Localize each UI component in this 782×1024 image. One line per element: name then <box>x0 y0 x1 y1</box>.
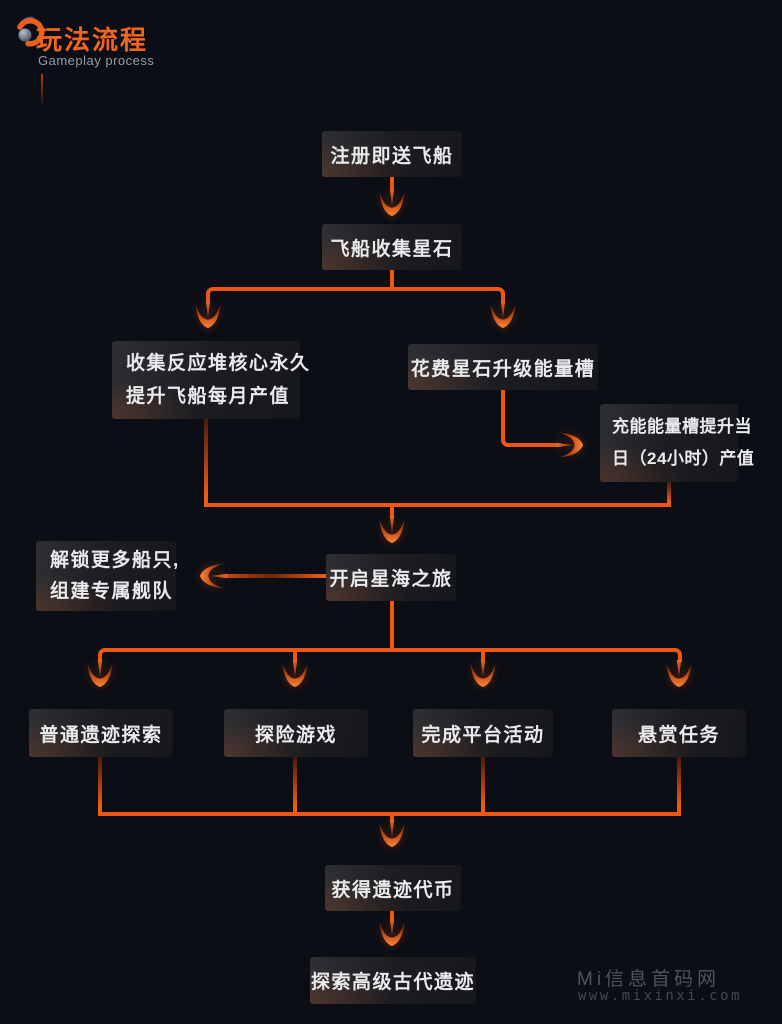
edge-token-ancient-line <box>390 911 394 919</box>
arrowhead-down-icon <box>379 516 405 543</box>
node-label-line1: 收集反应堆核心永久 <box>126 353 311 374</box>
title-decoration-line <box>41 74 43 108</box>
arrowhead-right-icon <box>556 432 583 458</box>
arrowhead-down-icon <box>470 660 496 687</box>
node-upgrade-energy-slot: 花费星石升级能量槽 <box>408 344 598 390</box>
arrowhead-down-icon <box>666 660 692 687</box>
split-bar-two-way <box>206 287 505 303</box>
node-label: 开启星海之旅 <box>329 569 453 590</box>
node-label: 完成平台活动 <box>421 724 545 746</box>
node-get-ruin-tokens: 获得遗迹代币 <box>325 865 461 911</box>
edge-collect-split-stub <box>390 270 394 287</box>
arrowhead-down-icon <box>379 820 405 847</box>
node-label: 花费星石升级能量槽 <box>410 358 596 380</box>
watermark-site-url: www.mixinxi.com <box>578 988 742 1004</box>
edge-adventure-merge-line <box>293 757 297 812</box>
spiral-galaxy-icon <box>17 16 45 47</box>
node-label-line2: 组建专属舰队 <box>50 581 174 602</box>
merge-bar-to-token <box>98 812 681 816</box>
edge-journey-unlock-line <box>226 574 326 578</box>
edge-merge-journey-stub <box>390 507 394 517</box>
edge-platform-merge-line <box>481 757 485 812</box>
node-label-line1: 充能能量槽提升当 <box>612 417 752 436</box>
node-adventure-game: 探险游戏 <box>224 709 368 757</box>
split-drop-platform <box>481 648 485 662</box>
node-normal-ruins-explore: 普通遗迹探索 <box>29 709 173 757</box>
page-title: 玩法流程 <box>36 25 149 55</box>
arrowhead-down-icon <box>379 189 405 216</box>
split-drop-adventure <box>293 648 297 662</box>
split-bar-four-way <box>98 648 682 662</box>
node-collect-reactor-core: 收集反应堆核心永久 提升飞船每月产值 <box>112 341 309 419</box>
node-label: 探险游戏 <box>254 724 337 746</box>
node-label-line2: 提升飞船每月产值 <box>126 386 291 407</box>
arrowhead-left-icon <box>200 563 227 589</box>
node-platform-activities: 完成平台活动 <box>413 709 553 757</box>
arrowhead-down-icon <box>490 301 516 328</box>
node-label: 悬赏任务 <box>637 724 720 746</box>
node-ship-collects-starstone: 飞船收集星石 <box>322 224 462 270</box>
node-label: 获得遗迹代币 <box>331 879 455 901</box>
edge-reactor-merge-line <box>204 419 208 505</box>
node-bounty-tasks: 悬赏任务 <box>612 709 746 757</box>
node-label: 飞船收集星石 <box>330 238 454 260</box>
node-label: 普通遗迹探索 <box>39 724 163 746</box>
merge-bar-to-journey <box>204 503 671 507</box>
arrowhead-down-icon <box>379 919 405 946</box>
edge-register-collect-line <box>390 177 394 190</box>
node-register-free-ship: 注册即送飞船 <box>322 131 462 177</box>
edge-journey-split-stub <box>390 601 394 648</box>
node-unlock-more-ships: 解锁更多船只, 组建专属舰队 <box>36 541 178 611</box>
edge-merge-token-stub <box>390 816 394 822</box>
edge-bounty-merge-line <box>677 757 681 812</box>
edge-ruins-merge-line <box>98 757 102 812</box>
node-label-line1: 解锁更多船只, <box>50 550 180 571</box>
node-label: 探索高级古代遗迹 <box>310 972 475 993</box>
page-subtitle: Gameplay process <box>38 53 155 68</box>
edge-charge-merge-line <box>667 482 671 505</box>
arrowhead-down-icon <box>87 660 113 687</box>
node-charge-energy-slot: 充能能量槽提升当 日（24小时）产值 <box>600 404 754 482</box>
arrowhead-down-icon <box>282 660 308 687</box>
watermark-site-name: Mi信息首码网 <box>577 969 721 990</box>
node-start-star-sea-journey: 开启星海之旅 <box>326 554 456 601</box>
node-label: 注册即送飞船 <box>330 145 454 167</box>
edge-upgrade-charge-elbow <box>501 390 561 447</box>
node-label-line2: 日（24小时）产值 <box>612 449 755 468</box>
arrowhead-down-icon <box>195 301 221 328</box>
node-explore-ancient-ruins: 探索高级古代遗迹 <box>310 957 476 1004</box>
